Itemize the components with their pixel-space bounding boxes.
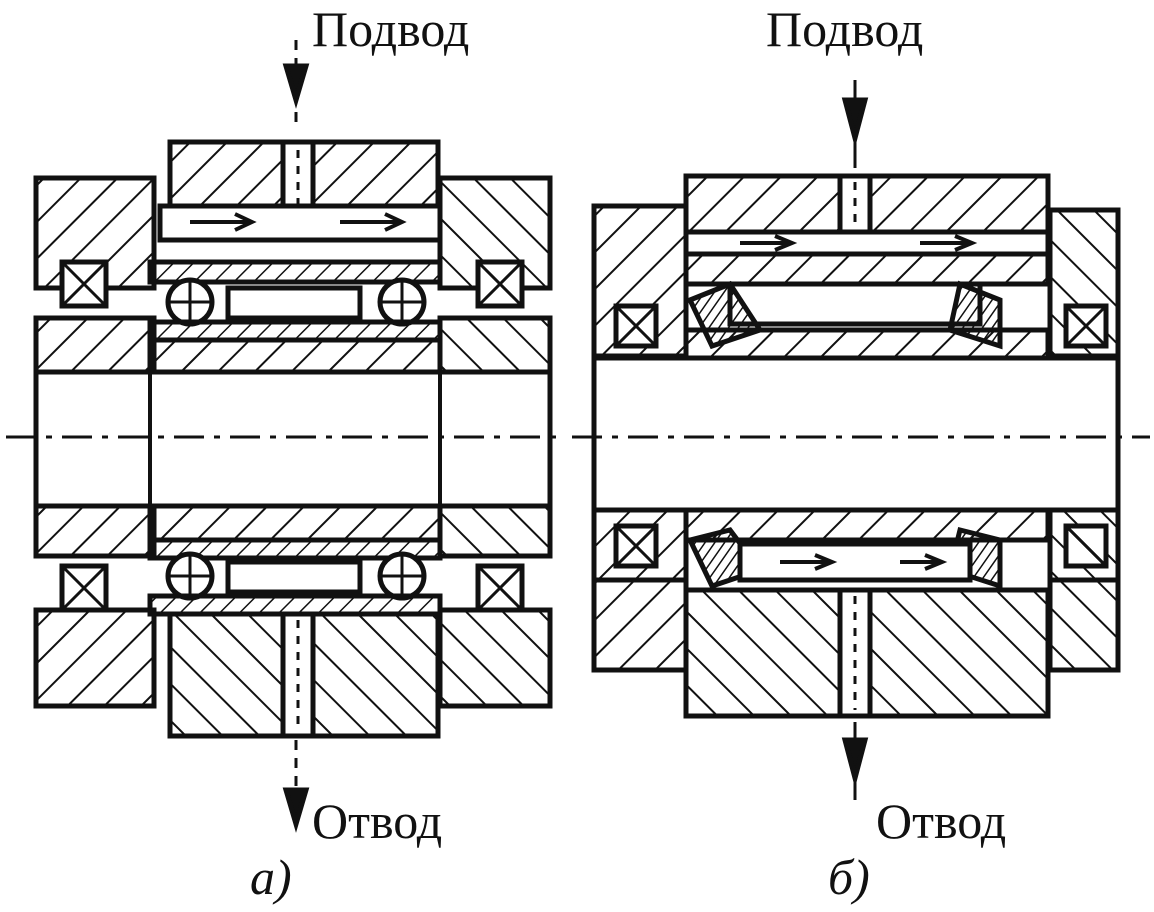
shaft-sleeve-top-b <box>683 327 1051 361</box>
roller-space-top-b <box>727 281 983 327</box>
housing-right-lower-a <box>437 607 553 709</box>
bearing-outer-ring-a <box>147 259 443 285</box>
bearing-cup-top-b <box>683 251 1051 287</box>
shaft-sleeve-top-a <box>147 337 443 375</box>
outlet-label-a: Отвод <box>312 793 443 849</box>
caption-b: б) <box>828 849 870 905</box>
spacer-bottom-a <box>225 559 363 595</box>
inlet-label-b: Подвод <box>766 1 924 57</box>
shaft-sleeve-bottom-b <box>683 507 1051 543</box>
bearing-outer-ring-bottom-a <box>147 593 443 617</box>
spacer-top-a <box>225 285 363 321</box>
bearing-inner-ring-bottom-a <box>147 537 443 561</box>
shaft-sleeve-bottom-a <box>147 503 443 543</box>
bearing-inner-ring-a <box>147 319 443 343</box>
housing-left-lower-a <box>33 607 157 709</box>
panel-a-drawing <box>33 40 553 833</box>
shaft-a <box>33 369 553 509</box>
housing-left-upper-lower-a <box>33 503 157 559</box>
housing-left-lower-upper-a <box>33 315 157 375</box>
housing-right-lower-b <box>1047 577 1121 673</box>
housing-left-lower-b <box>591 577 689 673</box>
outlet-label-b: Отвод <box>876 793 1007 849</box>
inlet-label-a: Подвод <box>312 1 470 57</box>
caption-a: а) <box>250 849 292 905</box>
housing-right-lower-upper-a <box>437 315 553 375</box>
housing-right-upper-lower-a <box>437 503 553 559</box>
shaft-b <box>591 355 1121 513</box>
panel-b-drawing <box>591 80 1121 800</box>
